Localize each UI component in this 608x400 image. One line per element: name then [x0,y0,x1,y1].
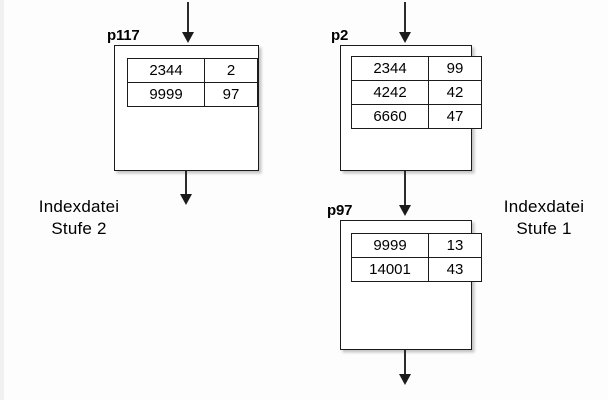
index-table-p97: 9999 13 14001 43 [351,233,482,282]
caption-left-line2: Stufe 2 [51,219,107,239]
table-row: 14001 43 [351,257,482,282]
arrow-into-p117 [187,2,189,34]
block-label-p97: p97 [327,202,353,219]
index-key: 9999 [127,82,205,107]
caption-right-line1: Indexdatei [503,197,585,216]
index-value: 13 [428,233,482,258]
table-row: 6660 47 [351,104,482,129]
block-label-p117: p117 [107,27,140,44]
index-key: 2344 [351,56,429,81]
table-row: 2344 99 [351,56,482,81]
index-key: 2344 [127,58,205,83]
index-table-p117: 2344 2 9999 97 [127,58,258,107]
index-key: 4242 [351,80,429,105]
index-key: 9999 [351,233,429,258]
index-key: 6660 [351,104,429,129]
table-row: 2344 2 [127,58,258,83]
block-label-p2: p2 [331,27,349,44]
arrow-into-p2 [404,2,406,34]
left-edge-strip [0,0,4,400]
caption-right: Indexdatei Stufe 1 [488,196,600,241]
table-row: 4242 42 [351,80,482,105]
arrow-p2-to-p97 [404,171,406,207]
index-table-p2: 2344 99 4242 42 6660 47 [351,56,482,129]
index-value: 47 [428,104,482,129]
index-value: 43 [428,257,482,282]
index-value: 2 [204,58,258,83]
index-value: 97 [204,82,258,107]
table-row: 9999 13 [351,233,482,258]
caption-left: Indexdatei Stufe 2 [14,196,144,241]
table-row: 9999 97 [127,82,258,107]
index-value: 99 [428,56,482,81]
arrow-out-of-p117 [185,171,187,196]
index-value: 42 [428,80,482,105]
arrow-out-of-p97 [404,350,406,376]
caption-left-line1: Indexdatei [38,197,120,216]
index-key: 14001 [351,257,429,282]
caption-right-line2: Stufe 1 [516,219,572,239]
